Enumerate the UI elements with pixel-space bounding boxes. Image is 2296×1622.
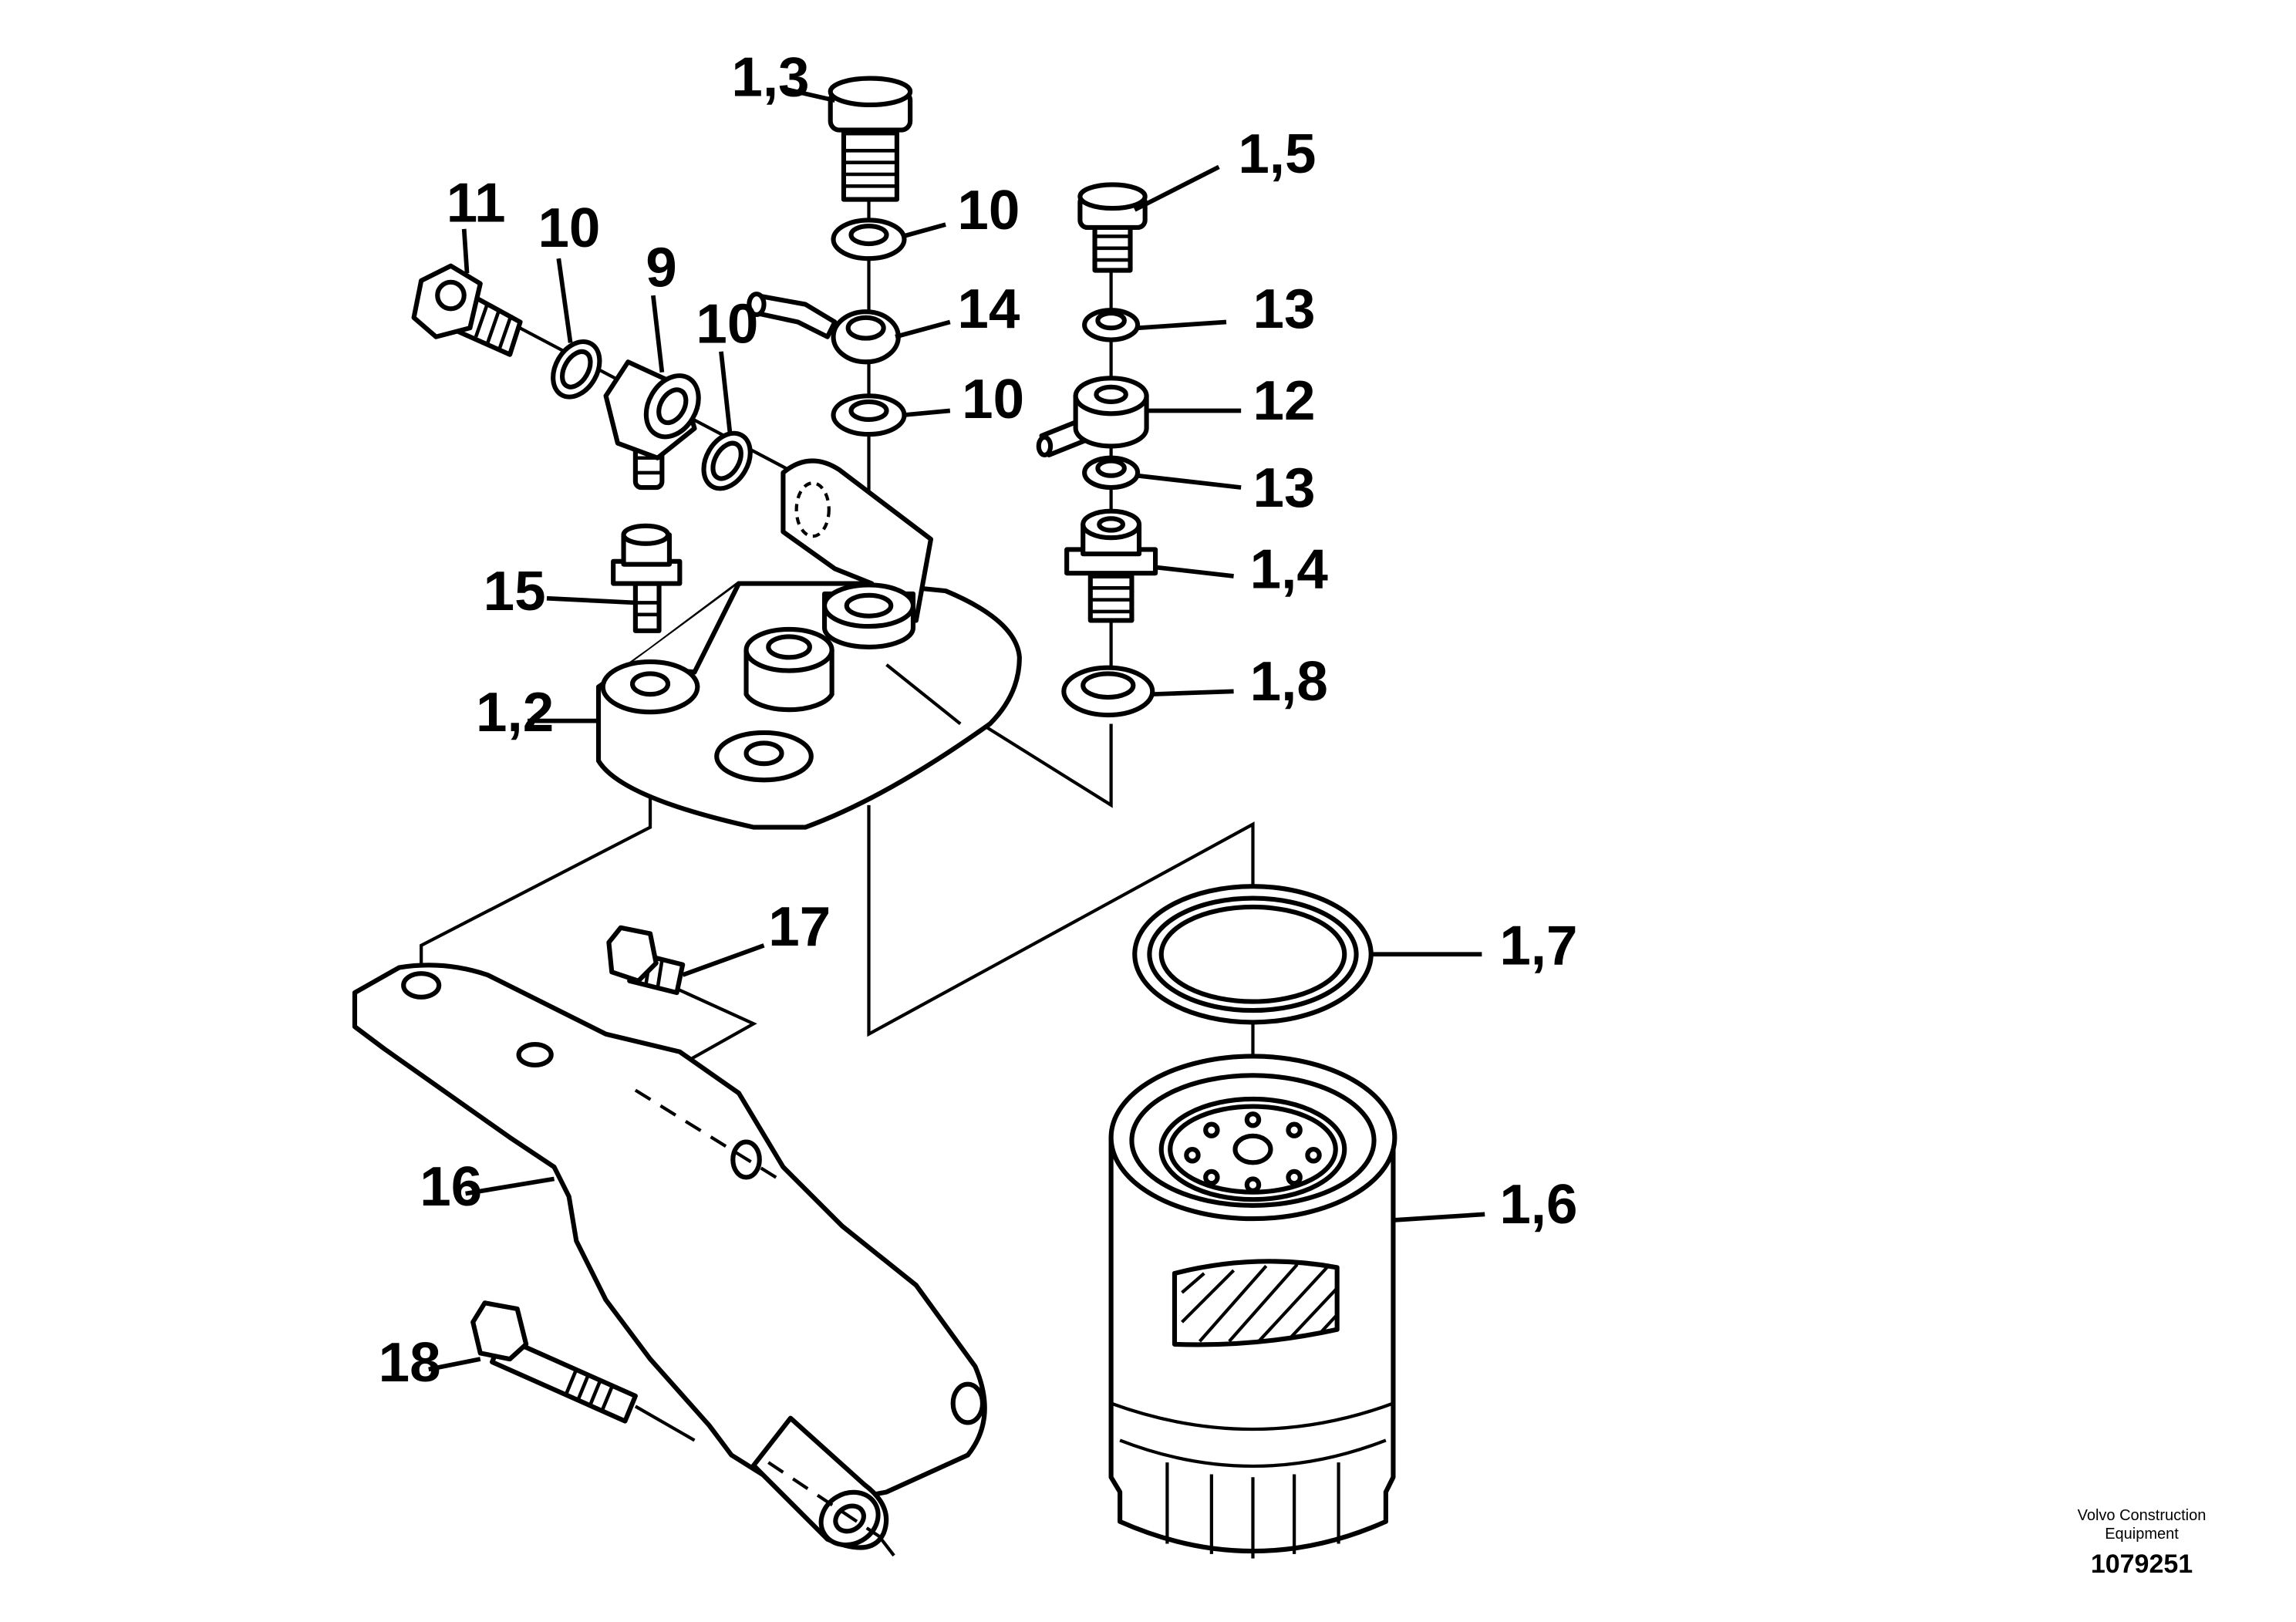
label-1-3: 1,3 (731, 46, 809, 108)
banjo-fitting-12 (1036, 376, 1149, 457)
washer-10-lower (831, 393, 907, 437)
label-18: 18 (379, 1331, 441, 1394)
label-1-2: 1,2 (476, 681, 554, 744)
banjo-bolt-top (828, 76, 913, 202)
label-1-4: 1,4 (1250, 538, 1329, 600)
label-16: 16 (420, 1155, 482, 1218)
washer-10-side-a (551, 339, 602, 400)
label-1-5: 1,5 (1238, 123, 1316, 185)
label-1-8: 1,8 (1250, 650, 1328, 713)
drawing-footer: Volvo Construction Equipment 1079251 (2041, 1506, 2242, 1580)
banjo-bolt-right (1077, 182, 1148, 273)
seal-ring-1-8 (1061, 665, 1155, 718)
label-15: 15 (484, 560, 546, 622)
banjo-bolt-side (411, 263, 523, 357)
label-13-b: 13 (1253, 457, 1315, 519)
bolt-18 (470, 1300, 696, 1442)
label-17: 17 (768, 895, 831, 958)
label-11: 11 (447, 171, 506, 234)
label-10-b: 10 (696, 292, 758, 355)
bolt-17 (606, 925, 686, 996)
part-labels: 1,3 1,5 11 10 9 10 10 14 10 13 12 13 1,4… (379, 46, 1578, 1393)
filter-cartridge-1-6 (1108, 1054, 1397, 1559)
washer-13-bottom (1082, 455, 1141, 491)
washer-13-top (1082, 308, 1141, 342)
label-9: 9 (646, 237, 676, 299)
label-13-a: 13 (1253, 278, 1315, 340)
washer-10-top (831, 218, 907, 261)
label-10-c: 10 (957, 179, 1020, 241)
washer-10-side-b (701, 430, 753, 491)
leader-lines (428, 86, 1485, 1372)
filter-head-1-2 (595, 458, 1022, 830)
banjo-fitting-14 (747, 292, 901, 365)
label-14: 14 (957, 278, 1020, 340)
bracket-16 (352, 963, 987, 1557)
brand-name: Volvo Construction Equipment (2077, 1507, 2207, 1543)
label-1-7: 1,7 (1499, 915, 1577, 977)
filter-label-hatch (1181, 1263, 1339, 1343)
label-10-d: 10 (962, 368, 1024, 430)
drawing-number: 1079251 (2090, 1549, 2193, 1579)
gasket-1-7 (1132, 884, 1374, 1025)
plug-1-4 (1064, 508, 1158, 623)
banjo-fitting-9 (603, 359, 701, 491)
label-1-6: 1,6 (1499, 1173, 1577, 1236)
label-10-a: 10 (538, 197, 600, 259)
label-12: 12 (1253, 369, 1315, 432)
bolt-15 (611, 523, 683, 633)
